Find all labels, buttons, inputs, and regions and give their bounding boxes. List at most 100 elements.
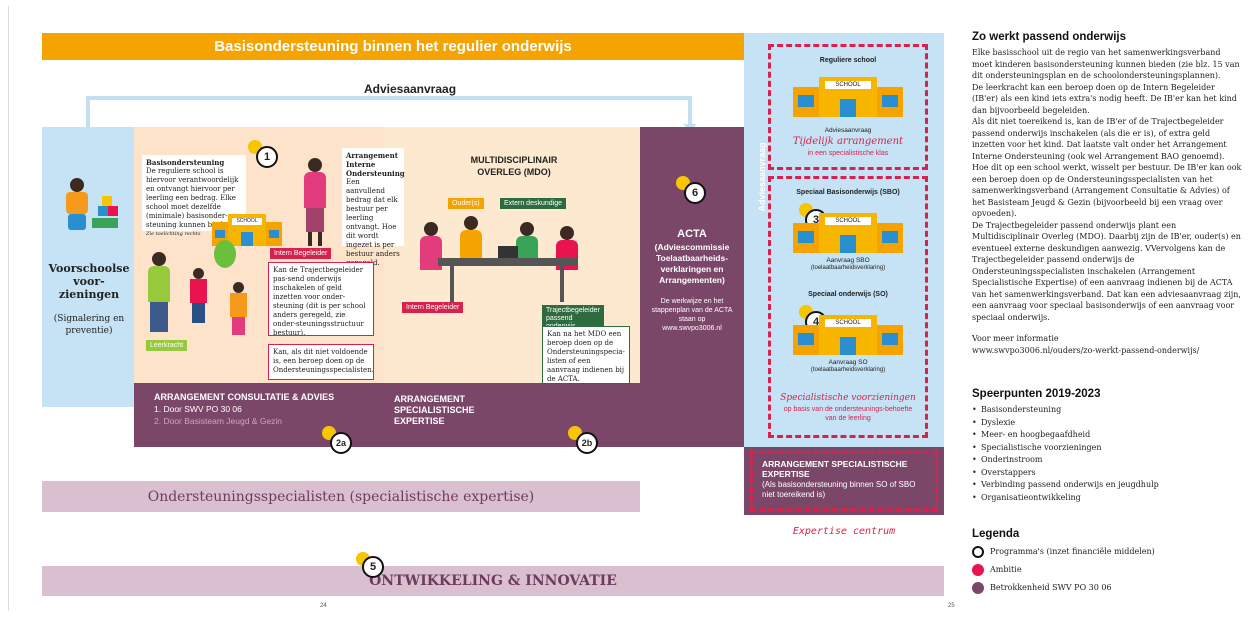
specialistische-klas: in een specialistische klas	[807, 150, 889, 157]
adviesaanvraag-vertical: Adviesaanvraag	[757, 142, 767, 212]
basisondersteuning-box-note: Zie toelichting rechts	[146, 231, 201, 237]
arrangement-interne-title: Arrangement Interne Ondersteuning	[346, 151, 405, 178]
arrangement-specialistisch-panel	[384, 383, 640, 447]
legenda-label: Betrokkenheid SWV PO 30 06	[990, 583, 1112, 592]
arrangement-consultatie-title: ARRANGEMENT CONSULTATIE & ADVIES	[154, 392, 335, 402]
ondersteuningsspecialisten-bar: Ondersteuningsspecialisten (specialistis…	[42, 481, 640, 512]
ontwikkeling-bar: ONTWIKKELING & INNOVATIE	[42, 566, 944, 596]
badge-2a: 2a	[330, 432, 352, 454]
basisondersteuning-box-text: De reguliere school is hiervoor verantwo…	[146, 167, 239, 229]
tijdelijk-arrangement: Tijdelijk arrangement	[792, 136, 904, 147]
list-item: Specialistische voorzieningen	[972, 442, 1232, 455]
legenda-title: Legenda	[972, 528, 1020, 540]
expertise-centrum-label: Expertise centrum	[792, 526, 896, 537]
school-icon: SCHOOL	[793, 71, 903, 117]
list-item: Verbinding passend onderwijs en jeugdhul…	[972, 479, 1232, 492]
meer-info-label: Voor meer informatie	[972, 334, 1059, 343]
speerpunten-list: Basisondersteuning Dyslexie Meer- en hoo…	[972, 404, 1232, 504]
sbo-caption: Aanvraag SBO	[826, 257, 870, 264]
intro-text: Elke basisschool uit de regio van het sa…	[972, 47, 1242, 356]
specialisten-text: Ondersteuningsspecialisten (specialistis…	[147, 488, 535, 505]
school-sign: SCHOOL	[825, 319, 871, 327]
so-title: Speciaal onderwijs (SO)	[808, 291, 888, 298]
mdo-box: Kan na het MDO een beroep doen op de Ond…	[542, 326, 630, 384]
intern-begeleider-tag: Intern Begeleider	[270, 248, 332, 259]
voorschoolse-title: Voorschoolse voor-zieningen	[48, 262, 130, 301]
arrangement-expertise-box: ARRANGEMENT SPECIALISTISCHE EXPERTISE (A…	[744, 447, 944, 515]
regulier-box: Reguliere school SCHOOL Adviesaanvraag T…	[768, 44, 928, 170]
meer-info-link[interactable]: www.swvpo3006.nl/ouders/zo-werkt-passend…	[972, 345, 1200, 355]
acta-text: De werkwijze en het stappenplan van de A…	[651, 298, 733, 332]
legenda-item-betrokkenheid: Betrokkenheid SWV PO 30 06	[972, 581, 1232, 595]
legenda-label: Programma's (inzet financiële middelen)	[990, 547, 1155, 556]
badge-5: 5	[362, 556, 384, 578]
arrangement-interne-box: Arrangement Interne Ondersteuning Een aa…	[342, 148, 405, 267]
meeting-table-illustration	[410, 208, 620, 308]
list-item: Basisondersteuning	[972, 404, 1232, 417]
legenda-item-ambitie: Ambitie	[972, 563, 1232, 577]
balloon-icon	[214, 240, 236, 268]
niet-voldoende-box: Kan, als dit niet voldoende is, een bero…	[268, 344, 374, 380]
voorzieningen-sub: op basis van de ondersteunings-behoefte …	[783, 406, 913, 422]
page-number-right: 25	[948, 603, 955, 609]
paragraph-1: Elke basisschool uit de regio van het sa…	[972, 48, 1240, 80]
so-sub: (toelaatbaarheidsverklaring)	[810, 367, 886, 373]
red-dot-icon	[972, 564, 984, 576]
regulier-caption: Adviesaanvraag	[824, 127, 872, 134]
acta-panel	[640, 127, 744, 447]
legenda-item-programma: Programma's (inzet financiële middelen)	[972, 545, 1232, 559]
arrangement-expertise-sub: (Als basisondersteuning binnen SO of SBO…	[762, 480, 916, 499]
voorzieningen-title: Specialistische voorzieningen	[780, 393, 916, 403]
school-icon: SCHOOL	[793, 309, 903, 355]
arrangement-expertise-border	[750, 451, 938, 511]
list-item: Organisatieontwikkeling	[972, 492, 1232, 505]
badge-2b: 2b	[576, 432, 598, 454]
intern-begeleider2-tag: Intern Begeleider	[402, 302, 464, 313]
intern-begeleider-figure	[296, 158, 336, 248]
arrangement-specialistisch-title: ARRANGEMENT SPECIALISTISCHE EXPERTISE	[394, 394, 475, 426]
arrangement-expertise-title: ARRANGEMENT SPECIALISTISCHE EXPERTISE	[762, 459, 908, 479]
legenda-label: Ambitie	[990, 565, 1022, 574]
children-blocks-illustration	[64, 178, 122, 236]
sbo-title: Speciaal Basisonderwijs (SBO)	[796, 189, 900, 196]
school-icon: SCHOOL	[212, 208, 282, 248]
school-sign: SCHOOL	[825, 81, 871, 89]
list-item: Overstappers	[972, 467, 1232, 480]
voorschoolse-panel	[42, 127, 134, 407]
voorschoolse-sub: (Signalering en preventie)	[53, 314, 125, 336]
so-caption: Aanvraag SO	[828, 359, 868, 366]
list-item: Onderinstroom	[972, 454, 1232, 467]
school-sign: SCHOOL	[232, 218, 262, 225]
child-figure-2	[226, 282, 252, 338]
arrangement-consultatie-line1: 1. Door SWV PO 30 06	[154, 404, 242, 414]
bracket-line-left	[86, 96, 90, 128]
basisondersteuning-banner: Basisondersteuning binnen het regulier o…	[42, 33, 744, 60]
mdo-title: MULTIDISCIPLINAIR OVERLEG (MDO)	[470, 155, 558, 177]
child-figure	[186, 268, 212, 328]
specialistische-voorzieningen-box: Speciaal Basisonderwijs (SBO) 3 SCHOOL A…	[768, 176, 928, 438]
extern-tag: Extern deskundige	[500, 198, 566, 209]
purple-dot-icon	[972, 582, 984, 594]
acta-sub: (Adviescommissie Toelaatbaarheids-verkla…	[654, 242, 730, 285]
speerpunten-title: Speerpunten 2019-2023	[972, 388, 1101, 400]
paragraph-2: De leerkracht kan een beroep doen op de …	[972, 82, 1237, 115]
arrangement-consultatie-line2: 2. Door Basisteam Jeugd & Gezin	[154, 416, 283, 426]
ontwikkeling-text: ONTWIKKELING & INNOVATIE	[369, 573, 617, 589]
ouders-tag: Ouder(s)	[448, 198, 484, 209]
page-title: Zo werkt passend onderwijs	[972, 31, 1127, 43]
list-item: Dyslexie	[972, 417, 1232, 430]
bracket-line-right	[688, 96, 692, 128]
school-icon: SCHOOL	[793, 207, 903, 253]
badge-1: 1	[256, 146, 278, 168]
bracket-line-top	[86, 96, 692, 100]
list-item: Meer- en hoogbegaafdheid	[972, 429, 1232, 442]
acta-title: ACTA	[677, 228, 707, 240]
page-number-left: 24	[320, 603, 327, 609]
school-sign: SCHOOL	[825, 217, 871, 225]
leerkracht-tag: Leerkracht	[146, 340, 188, 351]
regulier-title: Reguliere school	[819, 57, 877, 64]
circle-outline-icon	[972, 546, 984, 558]
arrangement-interne-text: Een aanvullend bedrag dat elk bestuur pe…	[346, 178, 400, 267]
paragraph-4: De Trajectbegeleider passend onderwijs p…	[972, 220, 1241, 322]
page-divider	[8, 6, 9, 611]
